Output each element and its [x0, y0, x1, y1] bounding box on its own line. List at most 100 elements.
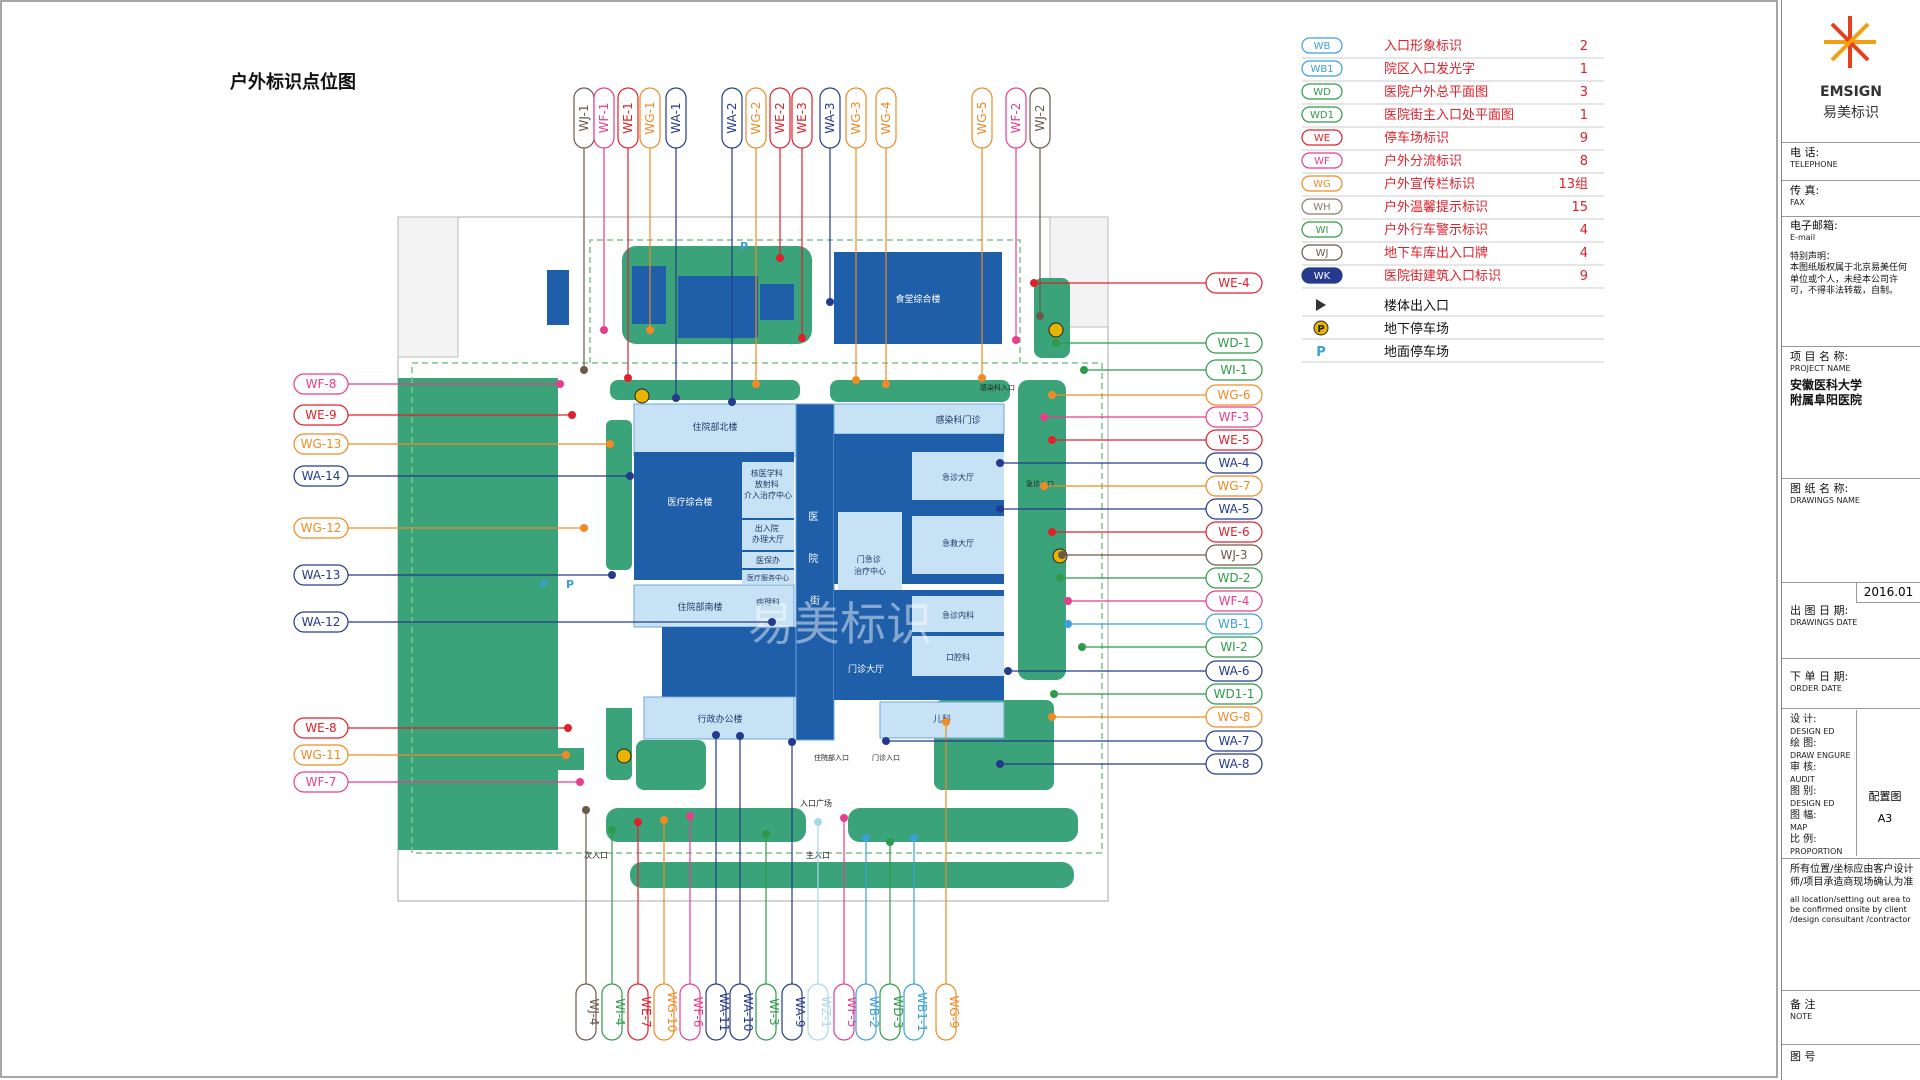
marker-wi-1	[1080, 366, 1088, 374]
green-w2	[558, 748, 584, 770]
divider	[1782, 216, 1920, 217]
logo	[1824, 16, 1876, 68]
marker-we-6	[1048, 528, 1056, 536]
number-cn: 图 号	[1790, 1050, 1816, 1063]
inpatient-south-label: 住院部南楼	[677, 601, 722, 613]
legend-label: 户外宣传栏标识	[1384, 176, 1475, 192]
marker-wa-7	[882, 737, 890, 745]
marker-wb1-1	[910, 834, 918, 842]
design-cn: 设 计:	[1790, 714, 1817, 725]
project-value: 安徽医科大学 附属阜阳医院	[1790, 377, 1863, 407]
marker-wb-1	[1064, 620, 1072, 628]
marker-wd-1	[1052, 339, 1060, 347]
legend-code: WB1	[1310, 64, 1333, 75]
dental-block	[912, 636, 1004, 676]
callout-wj-2: WJ-2	[1029, 87, 1051, 149]
green-s3	[630, 862, 1074, 888]
street-label: 医 院 街	[808, 511, 821, 607]
marker-wg-10	[660, 816, 668, 824]
draw-cn: 绘 图:	[1790, 738, 1817, 749]
date-field: 出 图 日 期: DRAWINGS DATE	[1790, 604, 1914, 628]
design-en: DESIGN ED	[1790, 726, 1835, 736]
inpatient-entrance-label: 住院部入口	[814, 753, 849, 762]
callout-text: WF-3	[1219, 410, 1250, 424]
legend-label: 院区入口发光字	[1384, 61, 1475, 77]
callout-text: WG-12	[301, 521, 342, 535]
admission-label: 出入院 办理大厅	[752, 523, 784, 544]
callout-text: WI-2	[1220, 640, 1247, 654]
admin-building	[643, 696, 795, 740]
audit-field: 审 核: AUDIT	[1790, 762, 1914, 785]
legend-item-wb1: WB1 院区入口发光字 1	[1301, 60, 1604, 82]
callout-text: WF-1	[597, 103, 611, 134]
callout-wi-1: WI-1	[1205, 359, 1263, 381]
marker-wz-1	[814, 818, 822, 826]
legend-count: 2	[1580, 39, 1588, 54]
divider	[1856, 710, 1857, 856]
callout-wa-6: WA-6	[1205, 660, 1263, 682]
legend-label: 医院户外总平面图	[1384, 84, 1488, 100]
callout-text: WG-10	[665, 992, 679, 1033]
callout-text: WD1-1	[1214, 687, 1255, 701]
marker-wg-5	[978, 374, 986, 382]
callout-wg-6: WG-6	[1205, 384, 1263, 406]
legend-symbol-label: 地下停车场	[1384, 321, 1449, 337]
fax-field: 传 真: FAX	[1790, 184, 1914, 208]
street-char-2: 院	[808, 552, 818, 565]
outpatient-hall-label: 门诊大厅	[848, 663, 884, 675]
size-cn: 图 幅:	[1790, 810, 1817, 821]
email-cn: 电子邮箱:	[1790, 219, 1838, 232]
callout-wj-1: WJ-1	[573, 87, 595, 149]
parking-p-icon: P	[1316, 345, 1326, 360]
em-internal-block	[912, 596, 1004, 632]
emergency-hall-label: 急诊大厅	[942, 472, 974, 482]
marker-we-3	[798, 334, 806, 342]
site: 食堂综合楼 住院部北楼 医疗综合楼 核医学科 放射科 介入治疗中心 出入院 办理…	[397, 216, 1109, 902]
legend-count: 1	[1580, 108, 1588, 123]
callout-text: WI-3	[767, 998, 781, 1025]
order-cn: 下 单 日 期:	[1790, 670, 1849, 683]
fax-cn: 传 真:	[1790, 184, 1820, 197]
callout-text: WE-9	[305, 408, 336, 422]
legend-count: 8	[1580, 154, 1588, 169]
marker-wa-14	[626, 472, 634, 480]
callout-text: WI-4	[613, 998, 627, 1025]
callout-wi-2: WI-2	[1205, 636, 1263, 658]
project-cn: 项 目 名 称:	[1790, 350, 1849, 363]
project-field: 项 目 名 称: PROJECT NAME 安徽医科大学 附属阜阳医院	[1790, 350, 1914, 408]
callout-wa-8: WA-8	[1205, 753, 1263, 775]
callout-text: WA-11	[717, 993, 731, 1032]
emergency-hall-block	[912, 452, 1004, 500]
callout-text: WA-13	[302, 568, 341, 582]
callout-wf-6: WF-6	[679, 983, 705, 1041]
callout-wj-4: WJ-4	[575, 983, 601, 1041]
nuclear-label: 核医学科 放射科 介入治疗中心	[744, 468, 792, 500]
remark-en: NOTE	[1790, 1011, 1813, 1021]
callout-wf-5: WF-5	[833, 983, 859, 1041]
divider	[1782, 658, 1920, 659]
callout-wf-4: WF-4	[1205, 590, 1263, 612]
parking-p-circle-icon	[1313, 320, 1329, 336]
callout-text: WE-4	[1218, 276, 1249, 290]
marker-we-9	[568, 411, 576, 419]
outpatient-center-label: 门急诊 治疗中心	[854, 554, 886, 576]
outpatient-entrance-label: 门诊入口	[872, 753, 900, 762]
callout-text: WB-1	[1218, 617, 1250, 631]
divider	[1782, 1044, 1920, 1045]
size-value: A3	[1877, 812, 1893, 825]
site-corner-lot	[397, 216, 459, 358]
callout-wa-10: WA-10	[729, 983, 755, 1041]
site-plan: 户外标识点位图	[0, 0, 1778, 1078]
marker-wg-4	[882, 380, 890, 388]
divider	[1782, 346, 1920, 347]
marker-wg-1	[646, 326, 654, 334]
green-east	[1018, 380, 1066, 680]
callout-wa-3: WA-3	[819, 87, 841, 149]
legend-count: 1	[1580, 62, 1588, 77]
